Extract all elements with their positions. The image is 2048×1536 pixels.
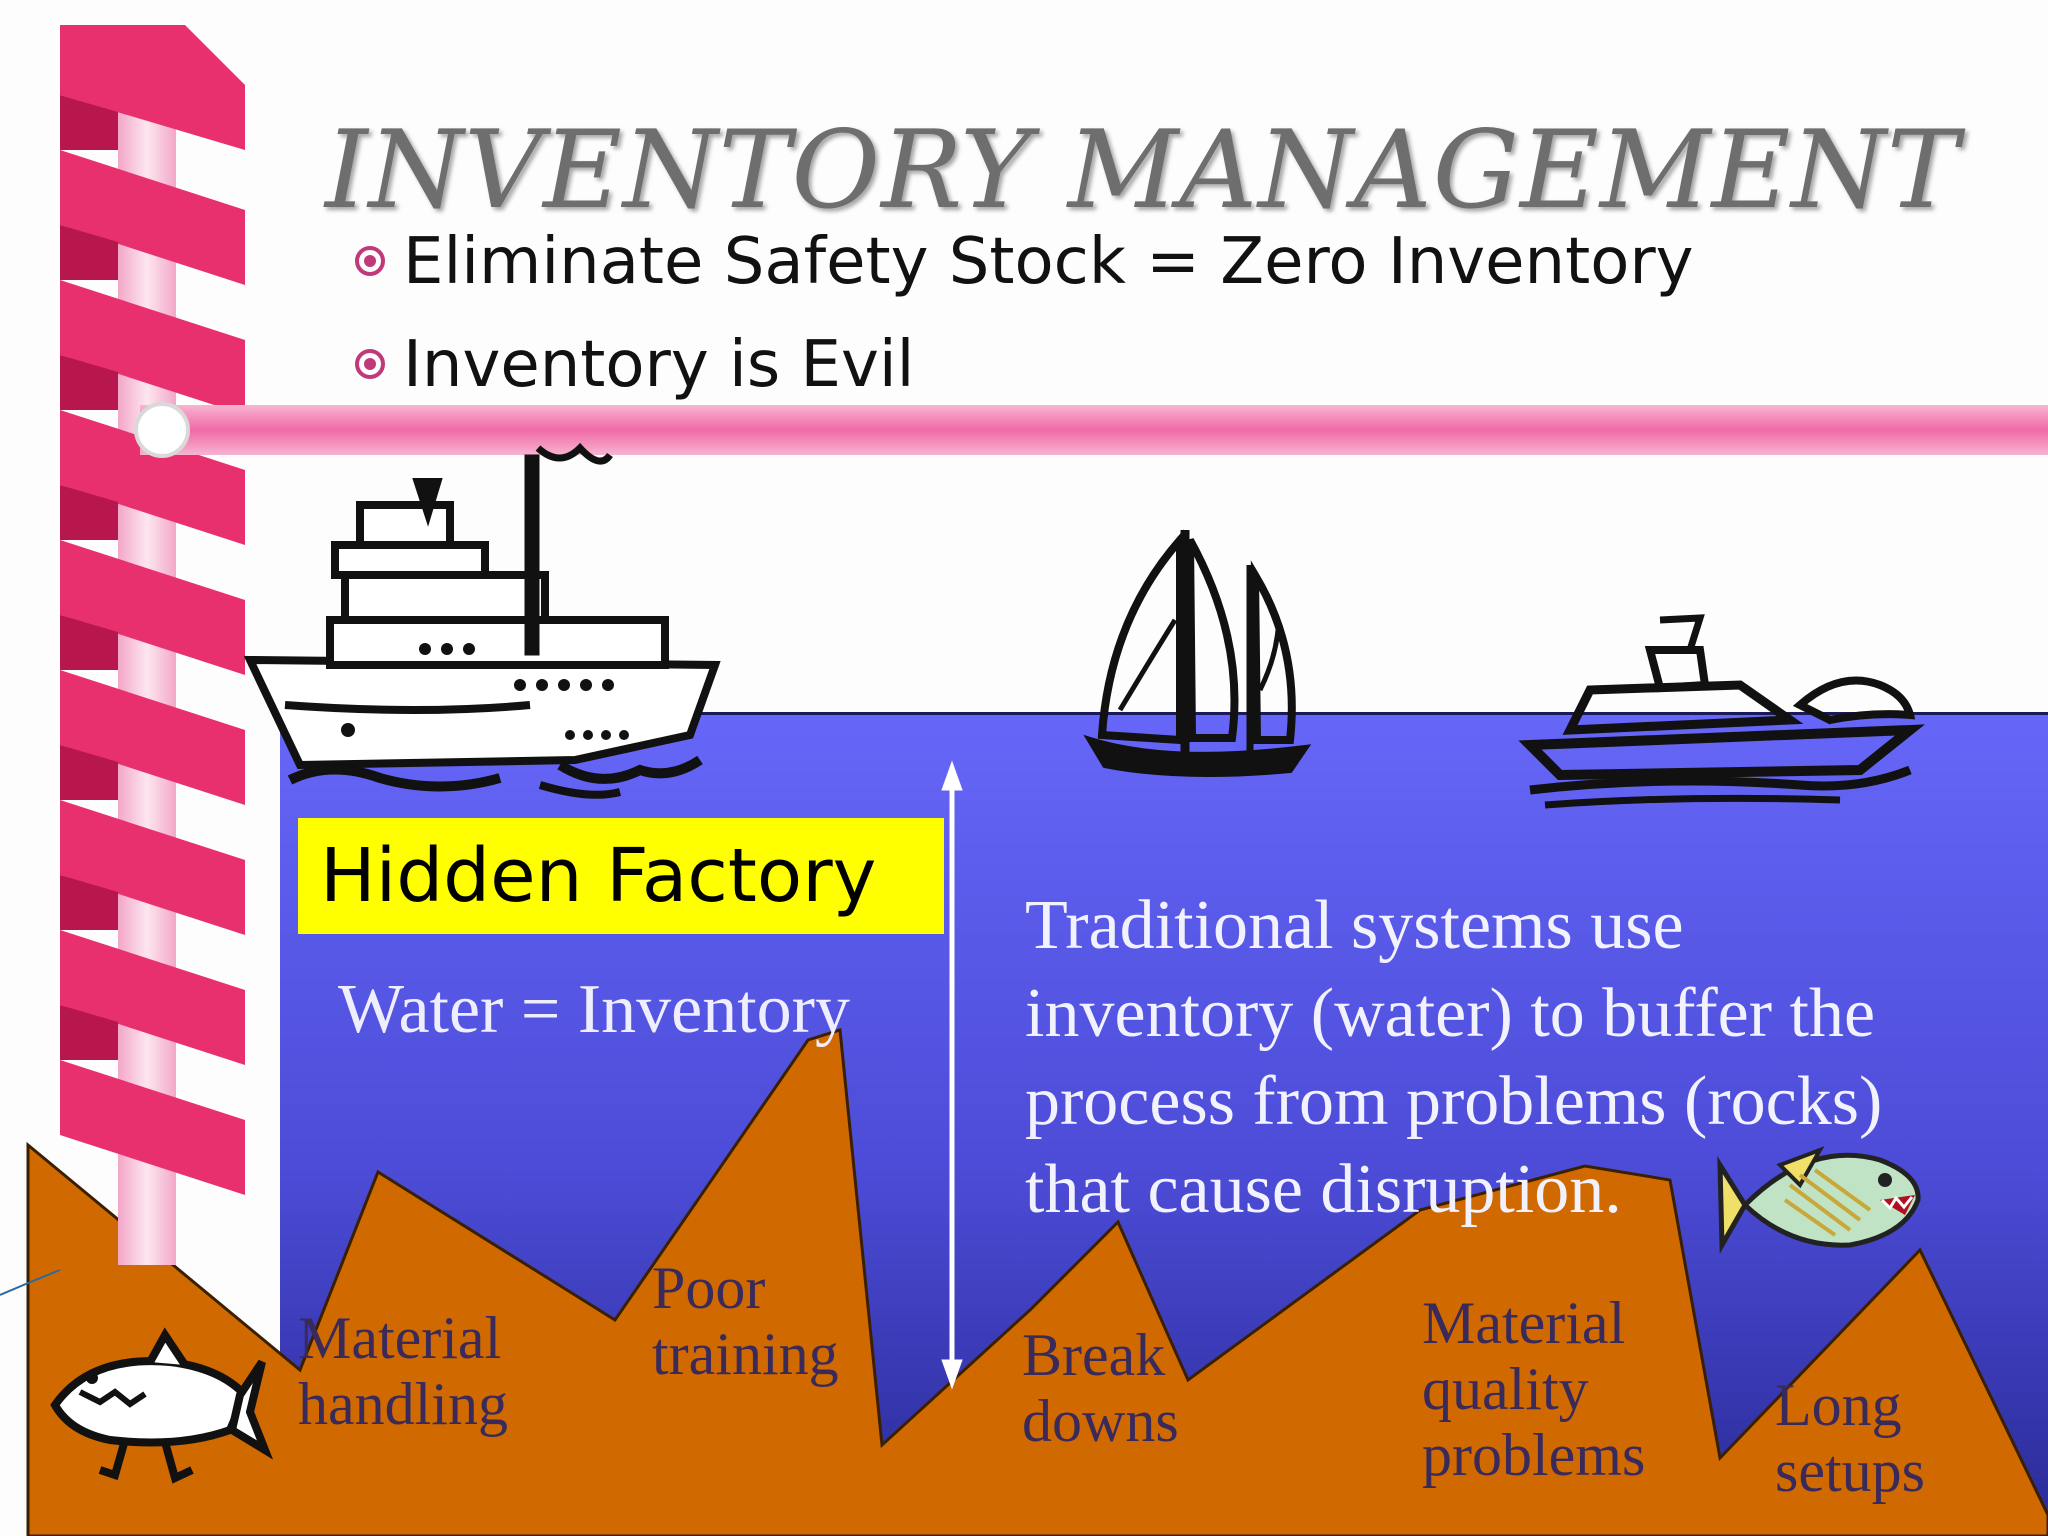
shark-icon	[50, 1327, 274, 1484]
depth-arrow-icon	[941, 760, 963, 1390]
rock-label-material-handling: Material handling	[298, 1305, 508, 1437]
hidden-factory-label: Hidden Factory	[298, 818, 944, 934]
rocks	[26, 1028, 2048, 1536]
ribbon-decoration	[60, 25, 2048, 1265]
description-line: Traditional systems use	[1025, 887, 1684, 964]
motorboat-icon	[1518, 614, 1925, 809]
bullet-item: Inventory is Evil	[355, 328, 914, 402]
description-line: inventory (water) to buffer the	[1025, 975, 1876, 1052]
water-label: Water = Inventory	[338, 971, 850, 1048]
slide-title: INVENTORY MANAGEMENT	[325, 108, 1960, 233]
bullet-icon	[355, 246, 385, 277]
rock-label-break-downs: Break downs	[1022, 1322, 1179, 1454]
ship-icon	[243, 442, 721, 799]
bullet-text: Eliminate Safety Stock = Zero Inventory	[403, 225, 1694, 299]
description-line: process from problems (rocks)	[1025, 1063, 1883, 1140]
description-line: that cause disruption.	[1025, 1151, 1622, 1228]
bullet-text: Inventory is Evil	[403, 328, 915, 402]
rock-label-long-setups: Long setups	[1775, 1372, 1925, 1504]
rock-label-poor-training: Poor training	[652, 1255, 839, 1387]
description-text: Traditional systems use inventory (water…	[1025, 882, 2025, 1234]
sailboat-icon	[1083, 529, 1312, 777]
rock-label-material-quality: Material quality problems	[1422, 1290, 1646, 1488]
bullet-item: Eliminate Safety Stock = Zero Inventory	[355, 225, 1694, 299]
bullet-icon	[355, 349, 385, 380]
fish-icon	[1717, 1146, 1921, 1254]
